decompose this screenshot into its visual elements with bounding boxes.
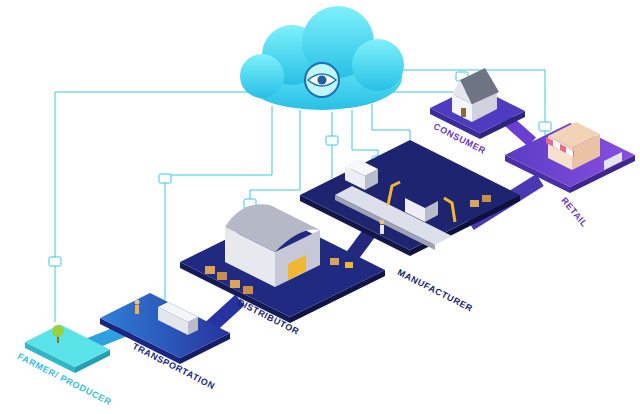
platform-top <box>505 123 635 187</box>
machine <box>425 201 438 222</box>
house-roof <box>460 68 499 104</box>
house-door <box>461 108 466 117</box>
conveyor <box>335 186 452 245</box>
stage-label: CONSUMER <box>432 122 487 156</box>
crate <box>230 280 240 288</box>
worker <box>380 220 385 225</box>
truck <box>604 152 622 170</box>
crate <box>205 266 215 274</box>
worker <box>380 225 384 234</box>
tree <box>52 325 64 337</box>
worker <box>135 305 139 314</box>
cloud <box>240 6 404 110</box>
crate <box>482 195 491 202</box>
warehouse-door <box>288 255 306 280</box>
platform-top <box>300 140 520 250</box>
forklift <box>345 262 353 268</box>
eye-icon <box>305 63 339 97</box>
store-awning <box>546 137 574 157</box>
eye-icon <box>308 74 336 86</box>
data-bubble <box>539 122 551 131</box>
data-bubble <box>326 136 338 145</box>
cloud <box>240 54 284 98</box>
stage-label: TRANSPORTATION <box>131 342 216 391</box>
cloud <box>352 39 404 91</box>
transport-platform <box>100 293 230 364</box>
crate <box>470 200 479 207</box>
truck <box>158 302 198 322</box>
data-bubble <box>49 257 61 266</box>
stage-label: RETAIL <box>559 196 589 229</box>
machine <box>345 159 378 176</box>
stage-label: FARMER/ PRODUCER <box>16 352 113 407</box>
stage-label: MANUFACTURER <box>396 268 474 314</box>
data-bubble <box>159 174 171 183</box>
robot-arm <box>444 198 455 222</box>
crate <box>330 258 339 265</box>
platform-top <box>100 293 230 358</box>
crate <box>243 286 253 294</box>
warehouse-roof <box>225 204 320 252</box>
worker <box>135 300 140 305</box>
store-awning <box>553 140 560 150</box>
conveyor <box>335 195 435 250</box>
manufacturer-platform <box>300 140 520 256</box>
machine <box>405 198 425 222</box>
retail-platform <box>505 122 635 193</box>
stage-label: DISTRIBUTOR <box>236 298 301 337</box>
crate <box>217 272 227 280</box>
store-awning <box>566 147 573 157</box>
robot-arm <box>388 182 400 205</box>
eye-icon <box>318 76 327 85</box>
